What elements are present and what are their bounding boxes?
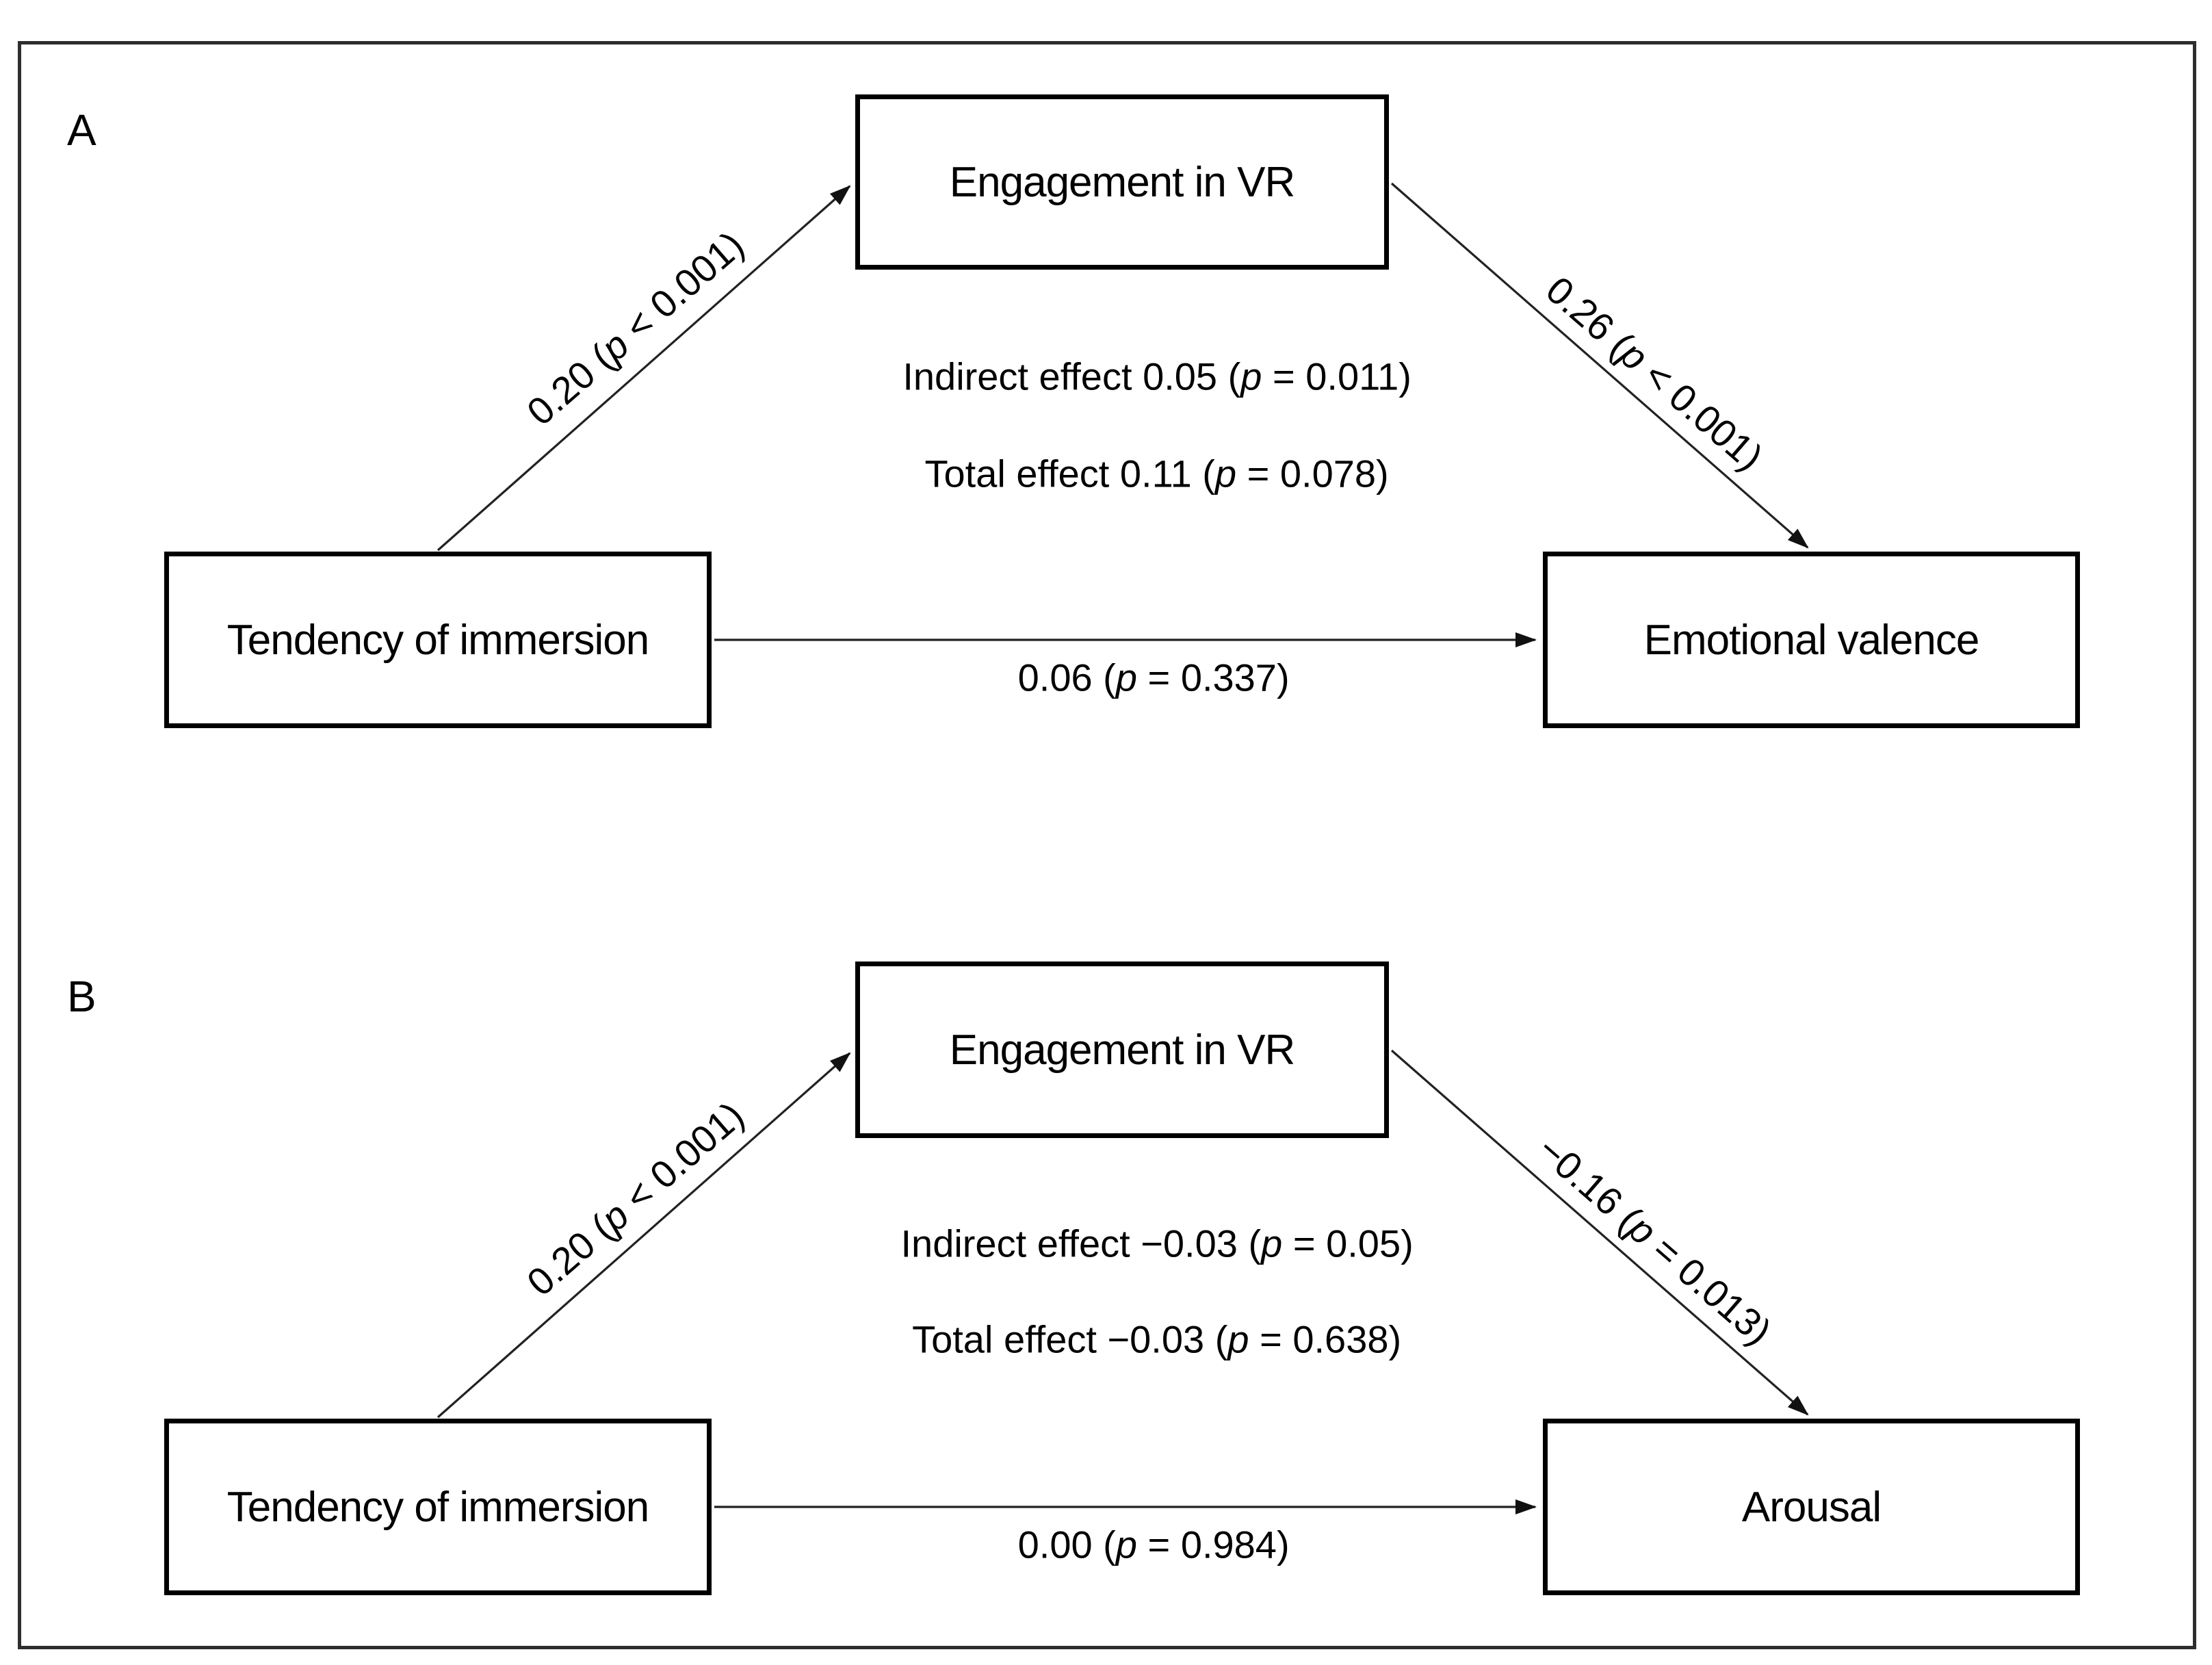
panel-b-box-arousal: Arousal bbox=[1543, 1419, 2080, 1595]
panel-a-label: A bbox=[67, 105, 96, 155]
panel-a-direct-effect-coefficient: 0.06 (p = 0.337) bbox=[975, 611, 1290, 745]
panel-a-arrow-mediator-to-outcome bbox=[1390, 182, 1809, 549]
label-text: 0.06 ( bbox=[1017, 656, 1116, 699]
panel-a-arrow-predictor-to-mediator bbox=[437, 185, 851, 552]
label-text: Indirect effect −0.03 ( bbox=[900, 1222, 1262, 1265]
label-text: = 0.05) bbox=[1282, 1222, 1414, 1265]
label-text: 0.00 ( bbox=[1017, 1523, 1116, 1566]
label-text: Indirect effect 0.05 ( bbox=[902, 354, 1241, 398]
box-label: Engagement in VR bbox=[949, 158, 1295, 206]
panel-b-box-tendency-of-immersion: Tendency of immersion bbox=[164, 1419, 712, 1595]
figure-border bbox=[18, 41, 2196, 1649]
box-label: Arousal bbox=[1741, 1483, 1882, 1531]
label-text: Total effect 0.11 ( bbox=[924, 452, 1215, 495]
box-label: Emotional valence bbox=[1643, 616, 1980, 664]
panel-a-total-effect-text: Total effect 0.11 (p = 0.078) bbox=[883, 407, 1389, 541]
panel-b-label: B bbox=[67, 972, 96, 1021]
panel-a-indirect-effect-text: Indirect effect 0.05 (p = 0.011) bbox=[860, 310, 1411, 443]
p-symbol: p bbox=[1214, 452, 1237, 495]
label-text: Total effect −0.03 ( bbox=[912, 1317, 1228, 1361]
panel-b-indirect-effect-text: Indirect effect −0.03 (p = 0.05) bbox=[858, 1177, 1413, 1311]
p-symbol: p bbox=[1261, 1222, 1283, 1265]
panel-b-direct-effect-coefficient: 0.00 (p = 0.984) bbox=[975, 1478, 1290, 1612]
label-text: = 0.638) bbox=[1249, 1317, 1402, 1361]
panel-a-box-engagement-in-vr: Engagement in VR bbox=[855, 94, 1389, 270]
label-text: −0.16 ( bbox=[1529, 1127, 1649, 1239]
panel-a-box-tendency-of-immersion: Tendency of immersion bbox=[164, 552, 712, 728]
panel-b-box-engagement-in-vr: Engagement in VR bbox=[855, 961, 1389, 1138]
box-label: Tendency of immersion bbox=[226, 616, 649, 664]
panel-b-arrow-mediator-to-outcome bbox=[1390, 1049, 1809, 1416]
p-symbol: p bbox=[1115, 656, 1137, 699]
p-symbol: p bbox=[1240, 354, 1262, 398]
label-text: = 0.011) bbox=[1262, 354, 1411, 398]
box-label: Tendency of immersion bbox=[226, 1483, 649, 1531]
label-text: = 0.078) bbox=[1236, 452, 1389, 495]
panel-b-arrow-predictor-to-mediator bbox=[437, 1052, 851, 1419]
p-symbol: p bbox=[1115, 1523, 1137, 1566]
label-text: = 0.337) bbox=[1136, 656, 1290, 699]
panel-b-total-effect-text: Total effect −0.03 (p = 0.638) bbox=[870, 1273, 1401, 1406]
panel-a-box-emotional-valence: Emotional valence bbox=[1543, 552, 2080, 728]
label-text: = 0.984) bbox=[1136, 1523, 1290, 1566]
box-label: Engagement in VR bbox=[949, 1026, 1295, 1074]
p-symbol: p bbox=[1227, 1317, 1249, 1361]
